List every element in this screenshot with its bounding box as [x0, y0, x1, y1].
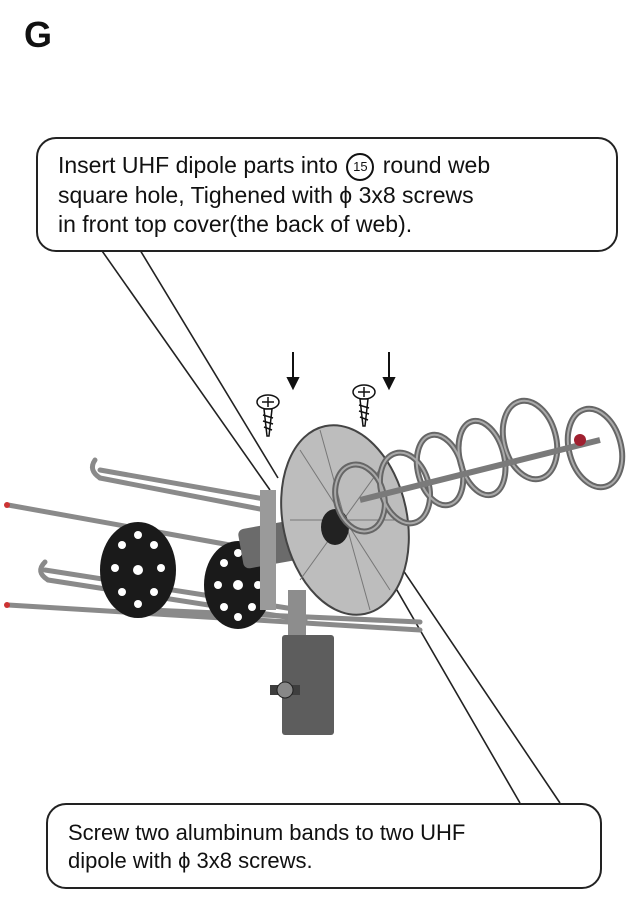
arrow-down-icon — [286, 352, 300, 391]
instruction-line-3: in front top cover(the back of web). — [58, 210, 413, 237]
mast-clamp — [270, 590, 334, 735]
instruction-line-2: dipole with ϕ 3x8 screws. — [68, 848, 313, 873]
instruction-line-1: Insert UHF dipole parts into 15 round we… — [58, 151, 602, 181]
step-letter: G — [24, 14, 53, 55]
director-wheel — [100, 522, 176, 618]
instruction-callout-bottom: Screw two alumbinum bands to two UHF dip… — [46, 803, 602, 889]
instruction-text: Insert UHF dipole parts into — [58, 152, 345, 178]
part-number-badge: 15 — [346, 152, 375, 181]
instruction-callout-top: Insert UHF dipole parts into 15 round we… — [36, 137, 618, 252]
instruction-line-2: square hole, Tighened with ϕ 3x8 screws — [58, 181, 474, 208]
instruction-text: round web — [376, 152, 491, 178]
instruction-line-1: Screw two alumbinum bands to two UHF — [68, 820, 466, 845]
screw-icon — [256, 394, 280, 437]
arrow-down-icon — [382, 352, 396, 391]
screw-icon — [352, 384, 376, 427]
